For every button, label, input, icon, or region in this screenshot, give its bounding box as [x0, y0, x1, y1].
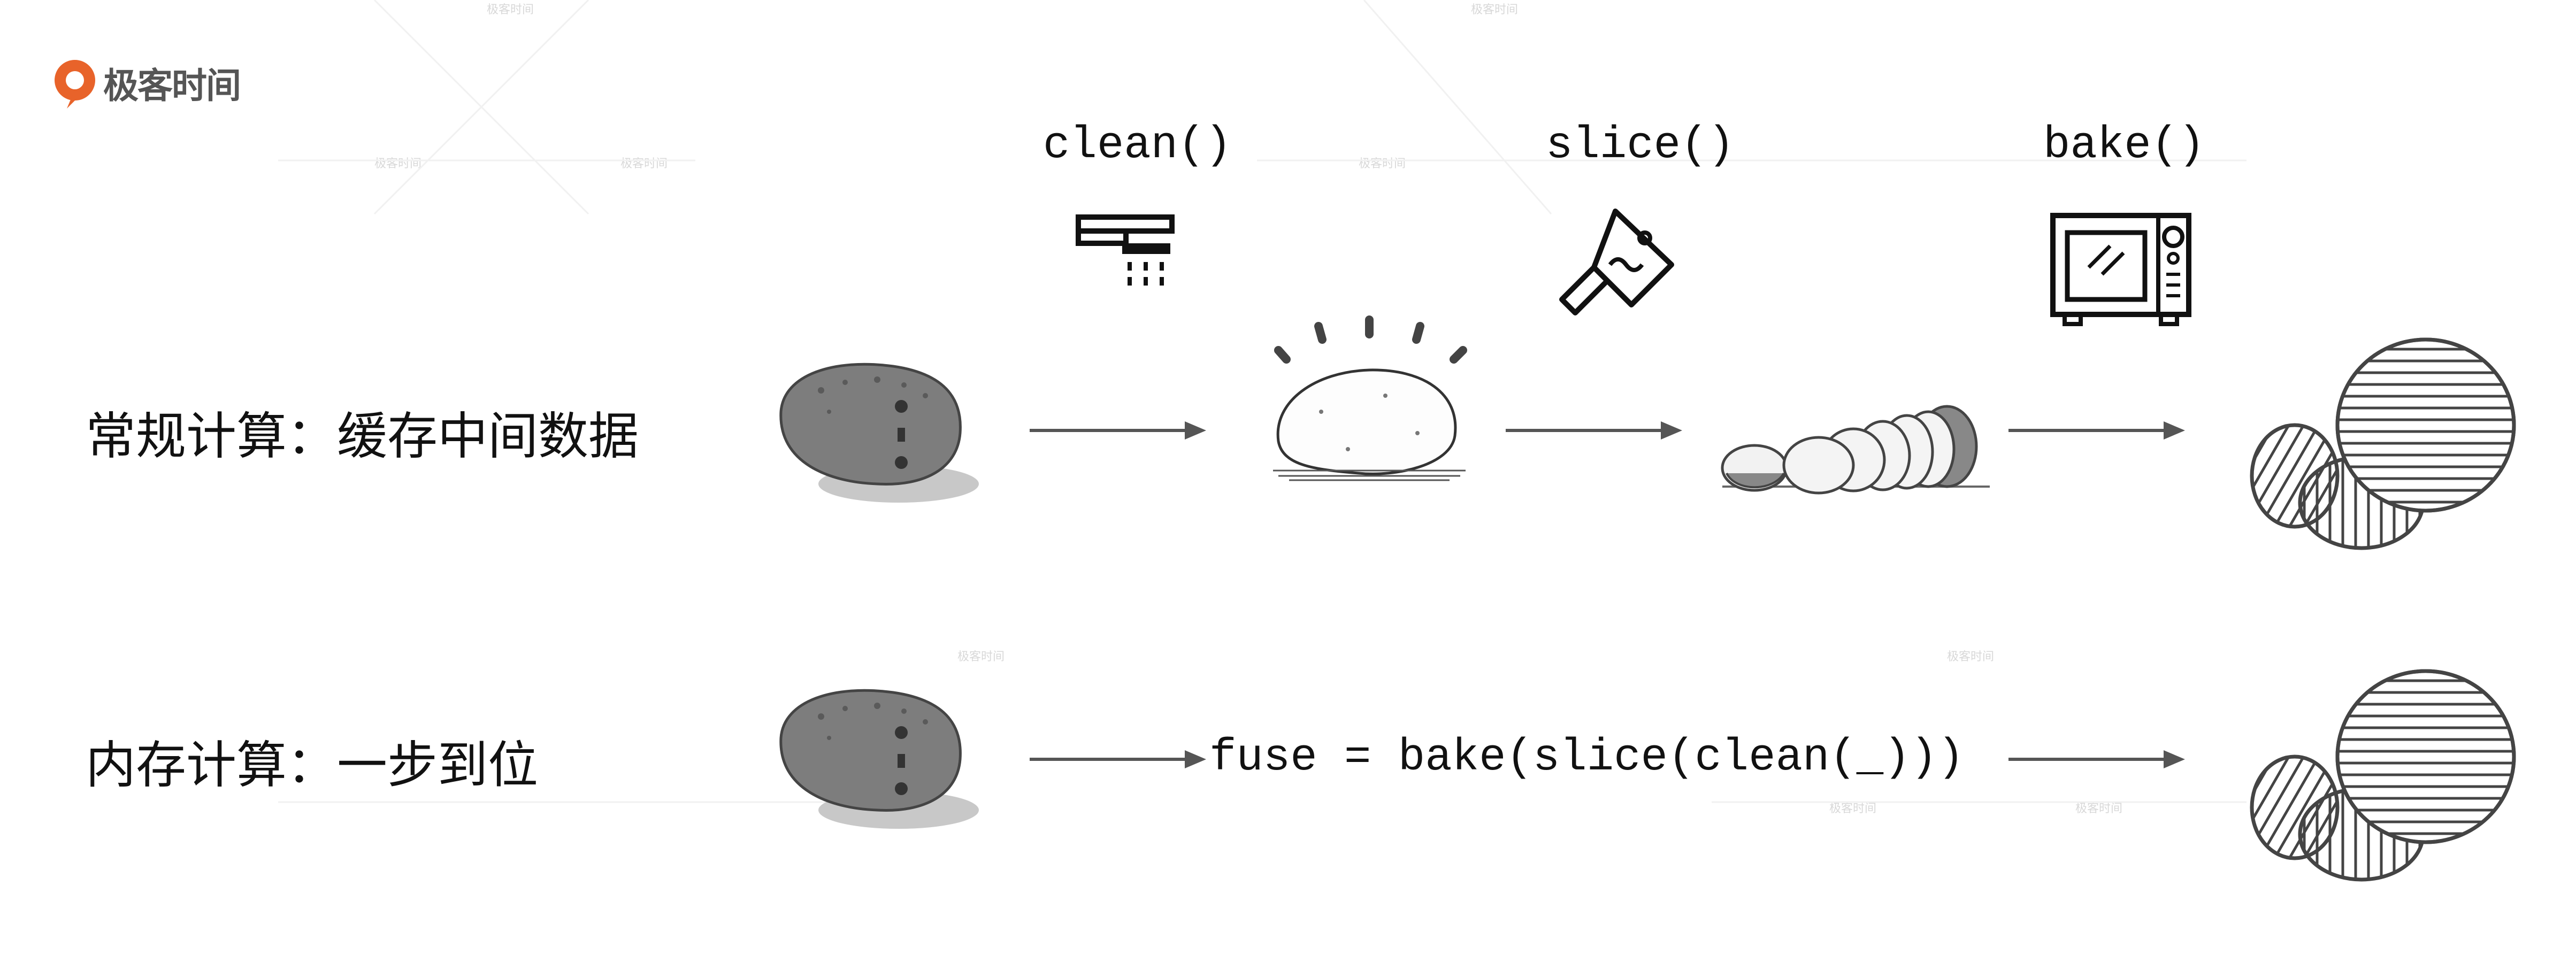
arrow [2008, 750, 2185, 768]
watermark: 极客时间 [1829, 802, 1877, 815]
raw-potato-icon [779, 689, 979, 829]
function-label-bake: bake() [2043, 120, 2205, 171]
function-label-clean: clean() [1043, 120, 1232, 171]
arrow [2008, 421, 2185, 440]
row-label-conventional: 常规计算：缓存中间数据 [86, 407, 639, 466]
watermark: 极客时间 [2075, 802, 2123, 815]
watermark: 极客时间 [374, 157, 422, 171]
arrow [1030, 421, 1206, 440]
arrow [1030, 750, 1206, 768]
function-label-slice: slice() [1546, 120, 1735, 171]
watermark: 极客时间 [1359, 157, 1406, 171]
watermark: 极客时间 [620, 157, 668, 171]
faucet-icon [1076, 214, 1175, 286]
potato-chips-icon [2250, 337, 2516, 550]
watermark: 极客时间 [1471, 3, 1519, 17]
fuse-expression: fuse = bake(slice(clean(_))) [1206, 733, 1968, 783]
watermark: 极客时间 [487, 3, 534, 17]
brand-name: 极客时间 [103, 65, 241, 106]
brand-logo-icon [55, 60, 95, 109]
row-label-in-memory: 内存计算：一步到位 [86, 736, 539, 795]
clean-potato-icon [1273, 315, 1467, 481]
raw-potato-icon [779, 363, 979, 503]
watermark: 极客时间 [1947, 650, 1995, 664]
oven-icon [2050, 213, 2191, 326]
brand-logo: 极客时间 [51, 56, 241, 110]
potato-chips-icon [2250, 669, 2516, 882]
cleaver-icon [1559, 209, 1674, 315]
sliced-potato-icon [1721, 405, 1990, 495]
watermark: 极客时间 [957, 650, 1005, 664]
arrow [1506, 421, 1682, 440]
